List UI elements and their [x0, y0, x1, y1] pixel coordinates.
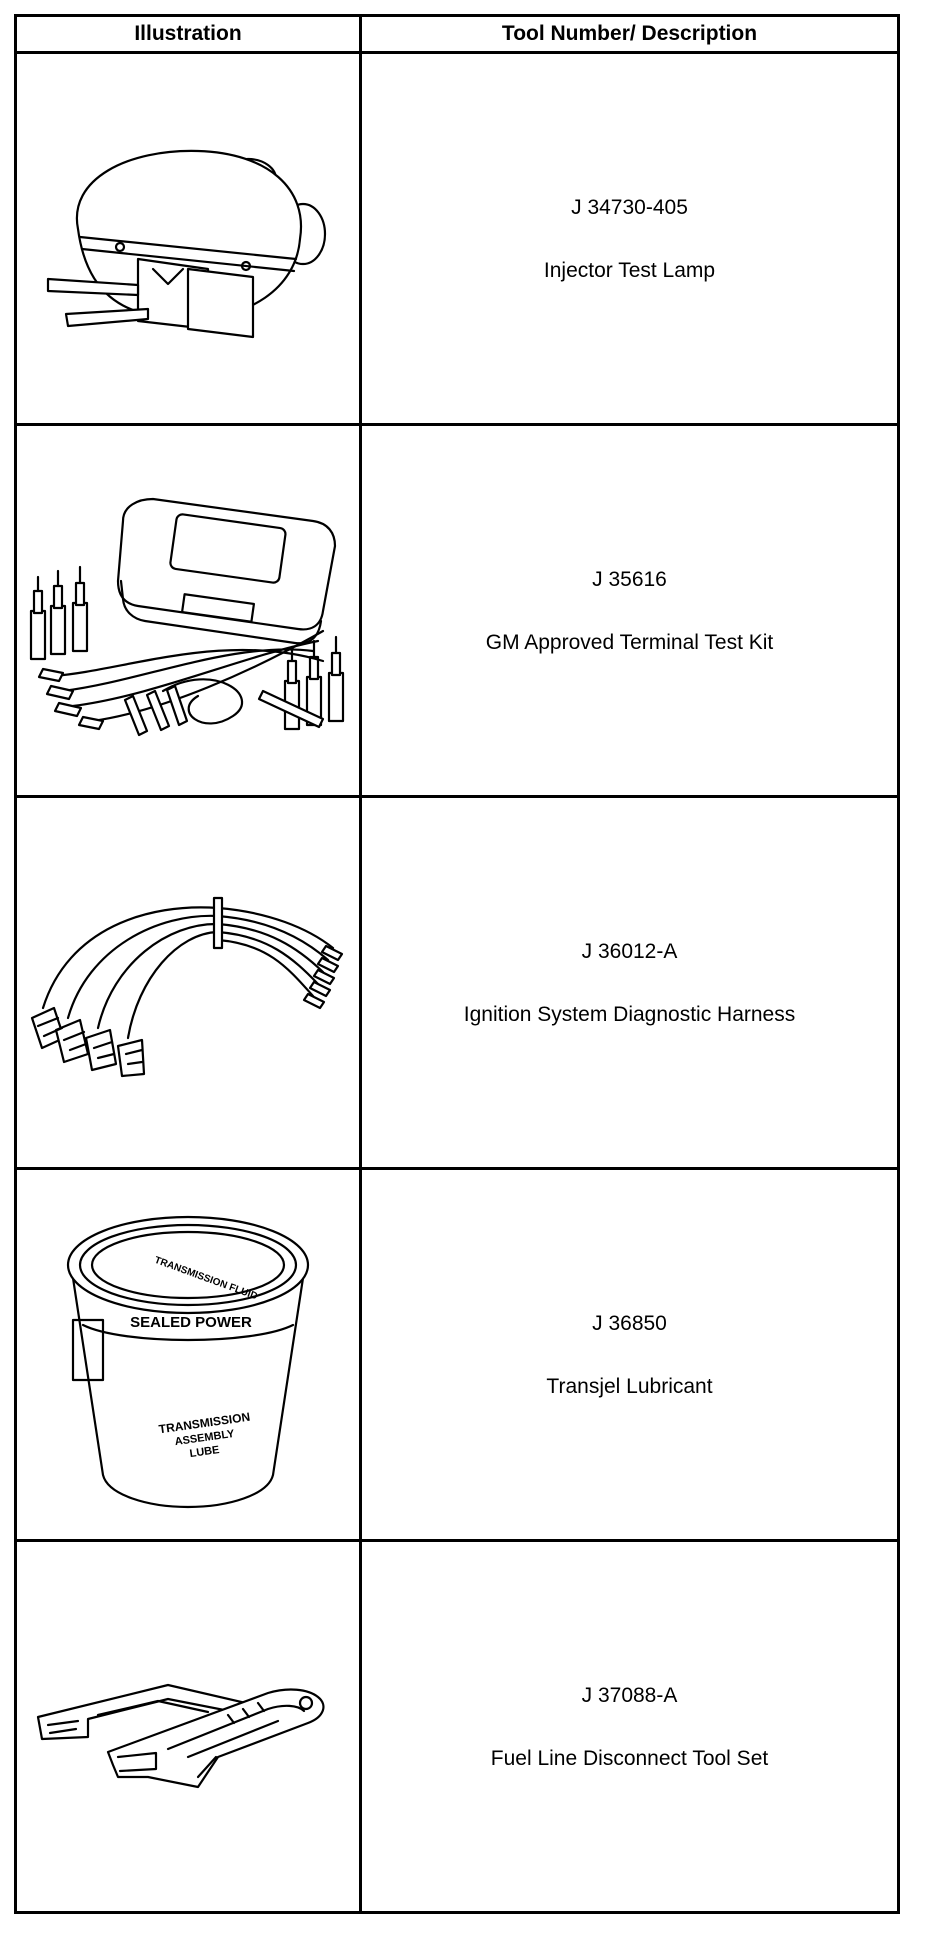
tub-body-text-3: LUBE — [189, 1444, 220, 1460]
illustration-column-header: Illustration — [14, 14, 362, 54]
terminal-test-kit-illustration — [14, 423, 362, 798]
diagnostic-harness-illustration — [14, 795, 362, 1170]
tool-info-cell: J 37088-A Fuel Line Disconnect Tool Set — [359, 1539, 900, 1914]
tool-number: J 37088-A — [581, 1683, 678, 1707]
table-header-row: Illustration Tool Number/ Description — [14, 14, 900, 54]
table-row: J 36012-A Ignition System Diagnostic Har… — [14, 795, 900, 1170]
tool-description: Ignition System Diagnostic Harness — [463, 1002, 796, 1026]
lubricant-tub-icon: TRANSMISSION FLUID SEALED POWER TRANSMIS… — [66, 1215, 310, 1508]
tool-description: Injector Test Lamp — [543, 258, 716, 282]
terminal-test-kit-icon — [29, 497, 345, 736]
injector-test-lamp-illustration — [14, 51, 362, 426]
tool-description: Transjel Lubricant — [546, 1374, 713, 1398]
description-column-header: Tool Number/ Description — [359, 14, 900, 54]
table-row: J 35616 GM Approved Terminal Test Kit — [14, 423, 900, 798]
disconnect-tool-set-icon — [36, 1683, 325, 1788]
tool-description: GM Approved Terminal Test Kit — [485, 630, 774, 654]
tool-number: J 34730-405 — [571, 195, 688, 219]
tool-number: J 35616 — [592, 567, 667, 591]
tub-brand-text: SEALED POWER — [130, 1314, 252, 1331]
tool-number: J 36012-A — [581, 939, 678, 963]
diagnostic-harness-icon — [30, 896, 344, 1077]
tool-description: Fuel Line Disconnect Tool Set — [490, 1746, 769, 1770]
injector-test-lamp-icon — [46, 149, 327, 338]
table-row: J 34730-405 Injector Test Lamp — [14, 51, 900, 426]
tool-number: J 36850 — [592, 1311, 667, 1335]
tool-info-cell: J 36850 Transjel Lubricant — [359, 1167, 900, 1542]
lubricant-tub-illustration: TRANSMISSION FLUID SEALED POWER TRANSMIS… — [14, 1167, 362, 1542]
table-row: J 37088-A Fuel Line Disconnect Tool Set — [14, 1539, 900, 1914]
special-tools-table: Illustration Tool Number/ Description — [14, 14, 900, 1914]
disconnect-tool-set-illustration — [14, 1539, 362, 1914]
tool-info-cell: J 36012-A Ignition System Diagnostic Har… — [359, 795, 900, 1170]
tool-info-cell: J 34730-405 Injector Test Lamp — [359, 51, 900, 426]
table-row: TRANSMISSION FLUID SEALED POWER TRANSMIS… — [14, 1167, 900, 1542]
tool-info-cell: J 35616 GM Approved Terminal Test Kit — [359, 423, 900, 798]
